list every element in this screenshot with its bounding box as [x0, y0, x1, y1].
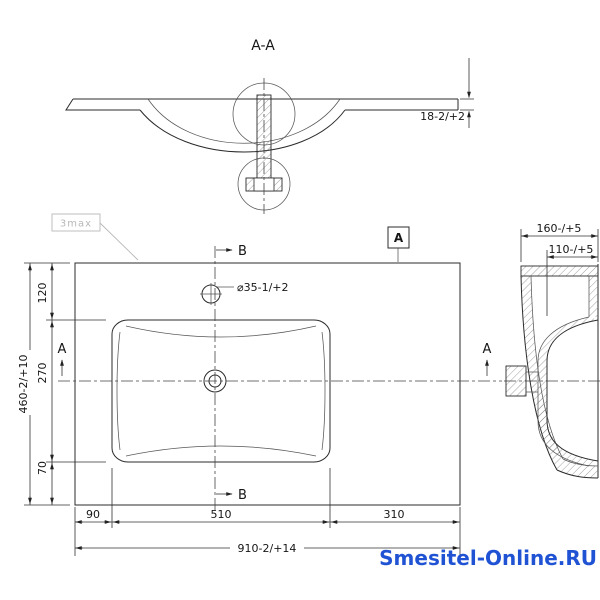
dim-270-label: 270 — [36, 363, 49, 384]
note-3max: 3max — [51, 213, 139, 261]
dim-90-label: 90 — [86, 508, 100, 521]
bowl-outline — [111, 319, 331, 463]
dim-910-label: 910-2/+14 — [238, 542, 297, 555]
view-marker-a: A — [387, 226, 410, 262]
dim-120-label: 120 — [36, 283, 49, 304]
dim-18-label: 18-2/+2 — [420, 110, 465, 123]
section-label-b-top: B — [238, 244, 247, 259]
dim-110-label: 110-/+5 — [549, 243, 594, 256]
dim-510-label: 510 — [211, 508, 232, 521]
note-3max-label: 3max — [60, 219, 92, 230]
dims-bottom: 90 510 310 910-2/+14 — [74, 468, 461, 556]
section-title: A-A — [251, 38, 275, 54]
hole-callout: ⌀35-1/+2 — [217, 281, 289, 294]
plan-view-linework — [58, 246, 502, 514]
dim-310-label: 310 — [384, 508, 405, 521]
section-aa-linework — [65, 78, 459, 214]
dims-side: 160-/+5 110-/+5 — [520, 222, 599, 316]
view-marker-a-label: A — [394, 231, 404, 245]
basin-outline — [74, 262, 461, 506]
section-label-a-left: A — [58, 342, 67, 357]
dim-460-label: 460-2/+10 — [17, 355, 30, 414]
section-label-a-right: A — [483, 342, 492, 357]
side-view-linework — [504, 264, 600, 479]
dim-thickness: 18-2/+2 — [420, 58, 474, 128]
watermark: Smesitel-Online.RU — [379, 546, 597, 570]
dim-70-label: 70 — [36, 461, 49, 475]
hole-diameter-label: ⌀35-1/+2 — [237, 281, 289, 294]
dim-160-label: 160-/+5 — [537, 222, 582, 235]
section-marks: B B A A — [58, 244, 492, 503]
dims-left: 120 270 70 460-2/+10 — [17, 262, 106, 506]
section-label-b-bottom: B — [238, 488, 247, 503]
